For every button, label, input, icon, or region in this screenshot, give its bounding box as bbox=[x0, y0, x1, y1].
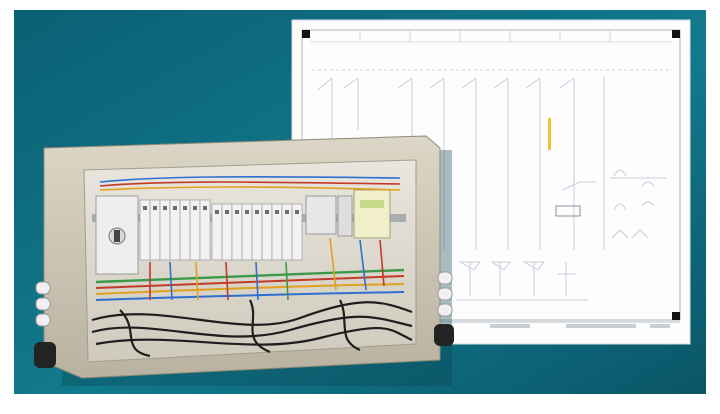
grid-ruler bbox=[310, 30, 672, 43]
terminal-screws bbox=[143, 206, 299, 214]
black-cables bbox=[91, 299, 413, 358]
electrical-enclosure bbox=[34, 135, 454, 386]
yellow-marker bbox=[548, 118, 551, 150]
cable-glands-left bbox=[34, 281, 56, 368]
wire-bundle bbox=[95, 176, 405, 301]
main-breaker bbox=[95, 195, 139, 275]
terminal-blocks bbox=[139, 199, 303, 261]
relay-module bbox=[305, 189, 391, 239]
cable-glands-right bbox=[434, 271, 454, 346]
